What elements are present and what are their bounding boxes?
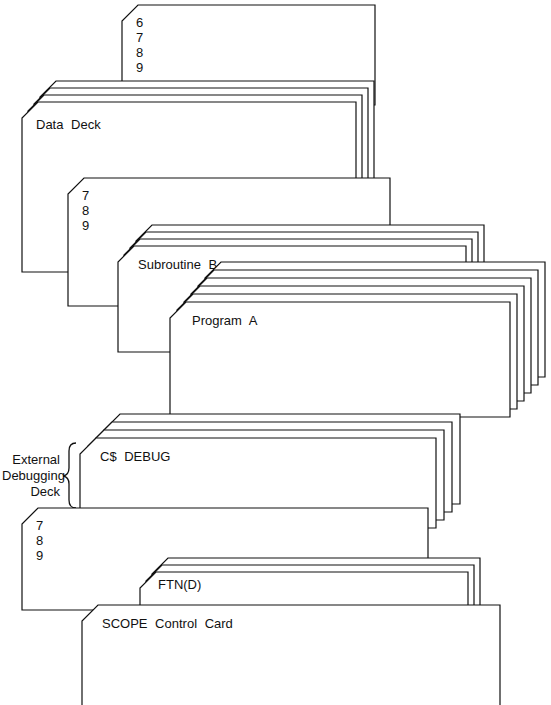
card-label: SCOPE Control Card xyxy=(102,617,233,631)
punch-rows: 6 7 8 9 xyxy=(136,15,145,75)
punch-rows: 7 8 9 xyxy=(36,518,45,563)
card-label: FTN(D) xyxy=(158,578,201,592)
punch-rows: 7 8 9 xyxy=(82,188,91,233)
front-card xyxy=(82,605,500,705)
deck-label: External Debugging Deck xyxy=(2,452,60,500)
curly-brace xyxy=(63,443,76,508)
punched-card: Program A xyxy=(170,302,510,417)
card-label: Data Deck xyxy=(36,118,101,132)
punched-card: SCOPE Control Card xyxy=(82,605,500,705)
card-label: C$ DEBUG xyxy=(100,450,170,464)
card-label: Program A xyxy=(192,314,257,328)
front-card xyxy=(170,302,510,417)
card-label: Subroutine B xyxy=(138,258,217,272)
